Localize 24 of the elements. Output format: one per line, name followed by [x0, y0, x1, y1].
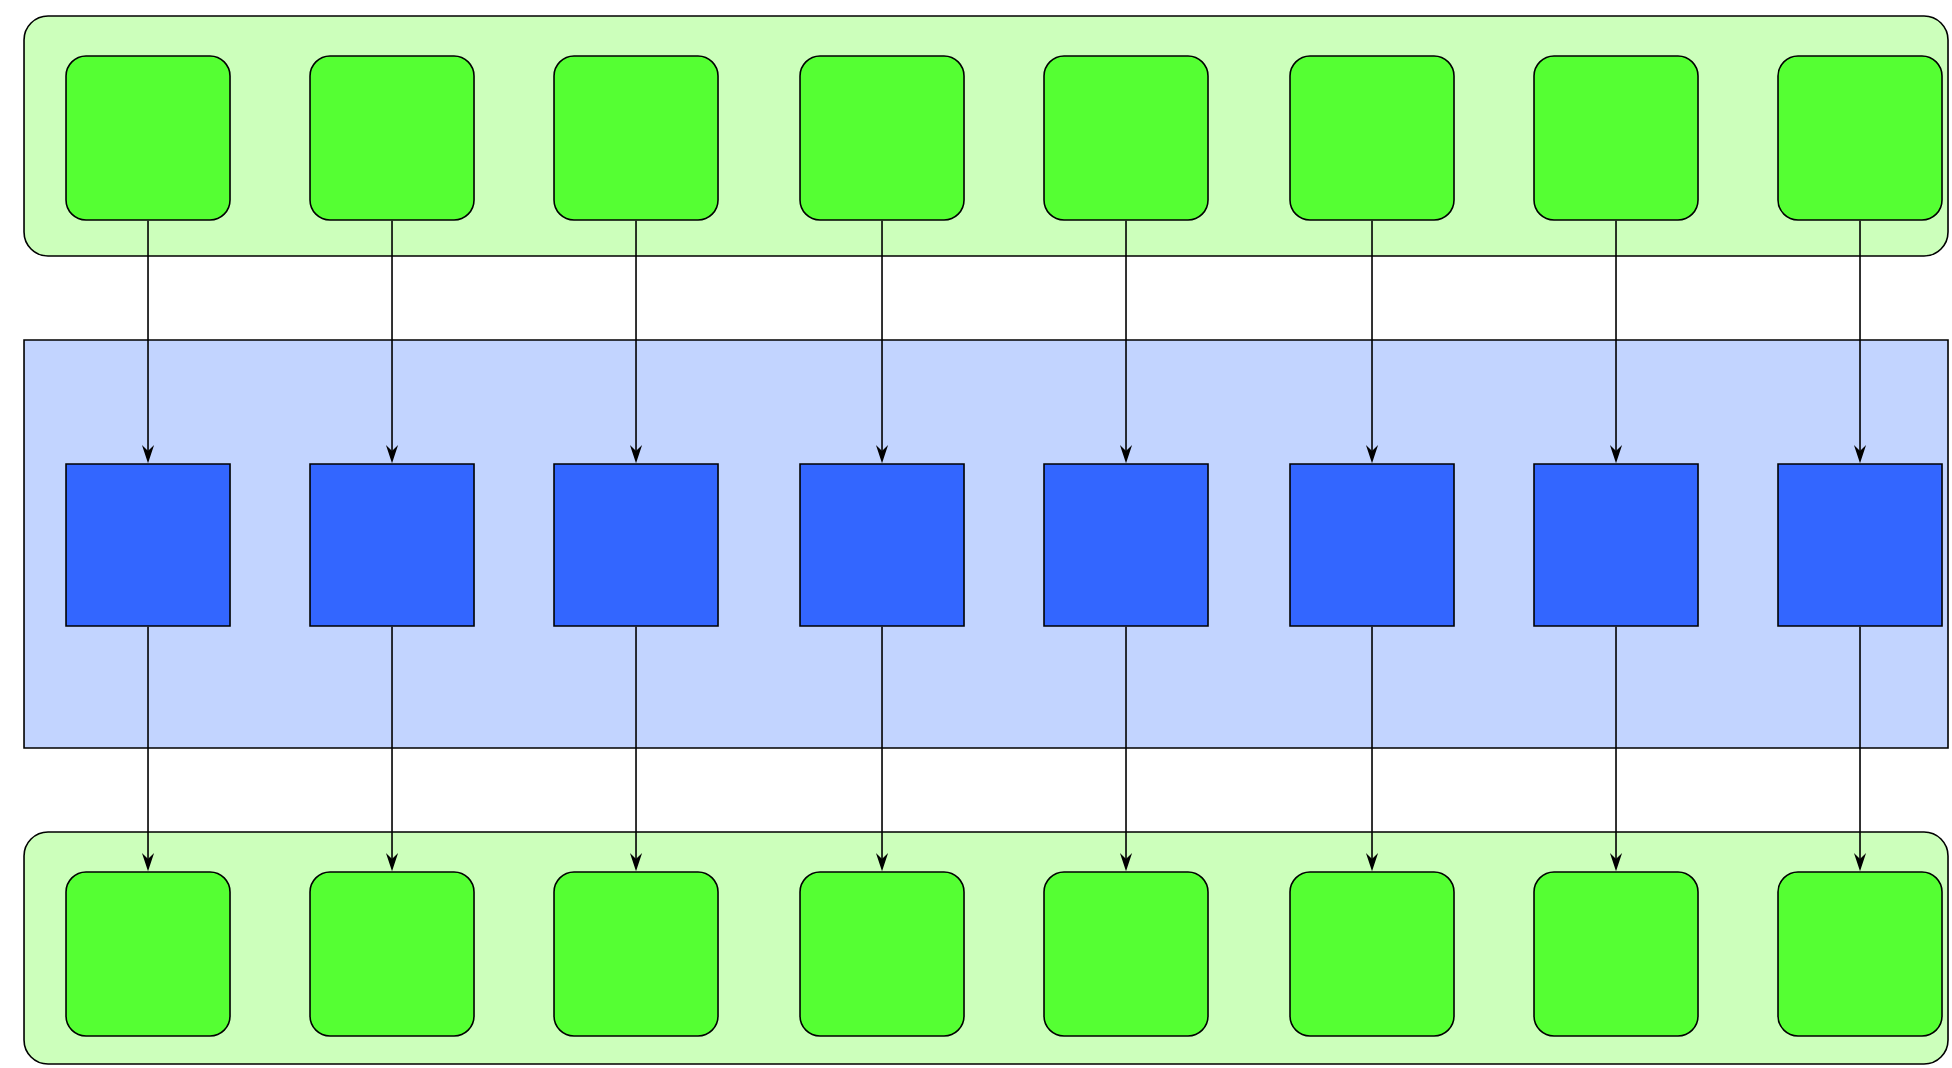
rounded-box	[1533, 871, 1699, 1037]
rounded-box	[309, 55, 475, 221]
square-box	[1289, 463, 1455, 627]
rounded-box	[1533, 55, 1699, 221]
rounded-box	[65, 55, 231, 221]
rounded-box	[309, 871, 475, 1037]
rounded-box	[799, 871, 965, 1037]
square-box	[1043, 463, 1209, 627]
rounded-box	[1289, 55, 1455, 221]
rounded-box	[1043, 871, 1209, 1037]
square-box	[1777, 463, 1943, 627]
rounded-box	[799, 55, 965, 221]
rounded-box	[1777, 55, 1943, 221]
square-box	[799, 463, 965, 627]
rounded-box	[65, 871, 231, 1037]
rounded-box	[1289, 871, 1455, 1037]
square-box	[553, 463, 719, 627]
rounded-box	[553, 55, 719, 221]
rounded-box	[1043, 55, 1209, 221]
rounded-box	[553, 871, 719, 1037]
rounded-box	[1777, 871, 1943, 1037]
square-box	[1533, 463, 1699, 627]
square-box	[309, 463, 475, 627]
square-box	[65, 463, 231, 627]
